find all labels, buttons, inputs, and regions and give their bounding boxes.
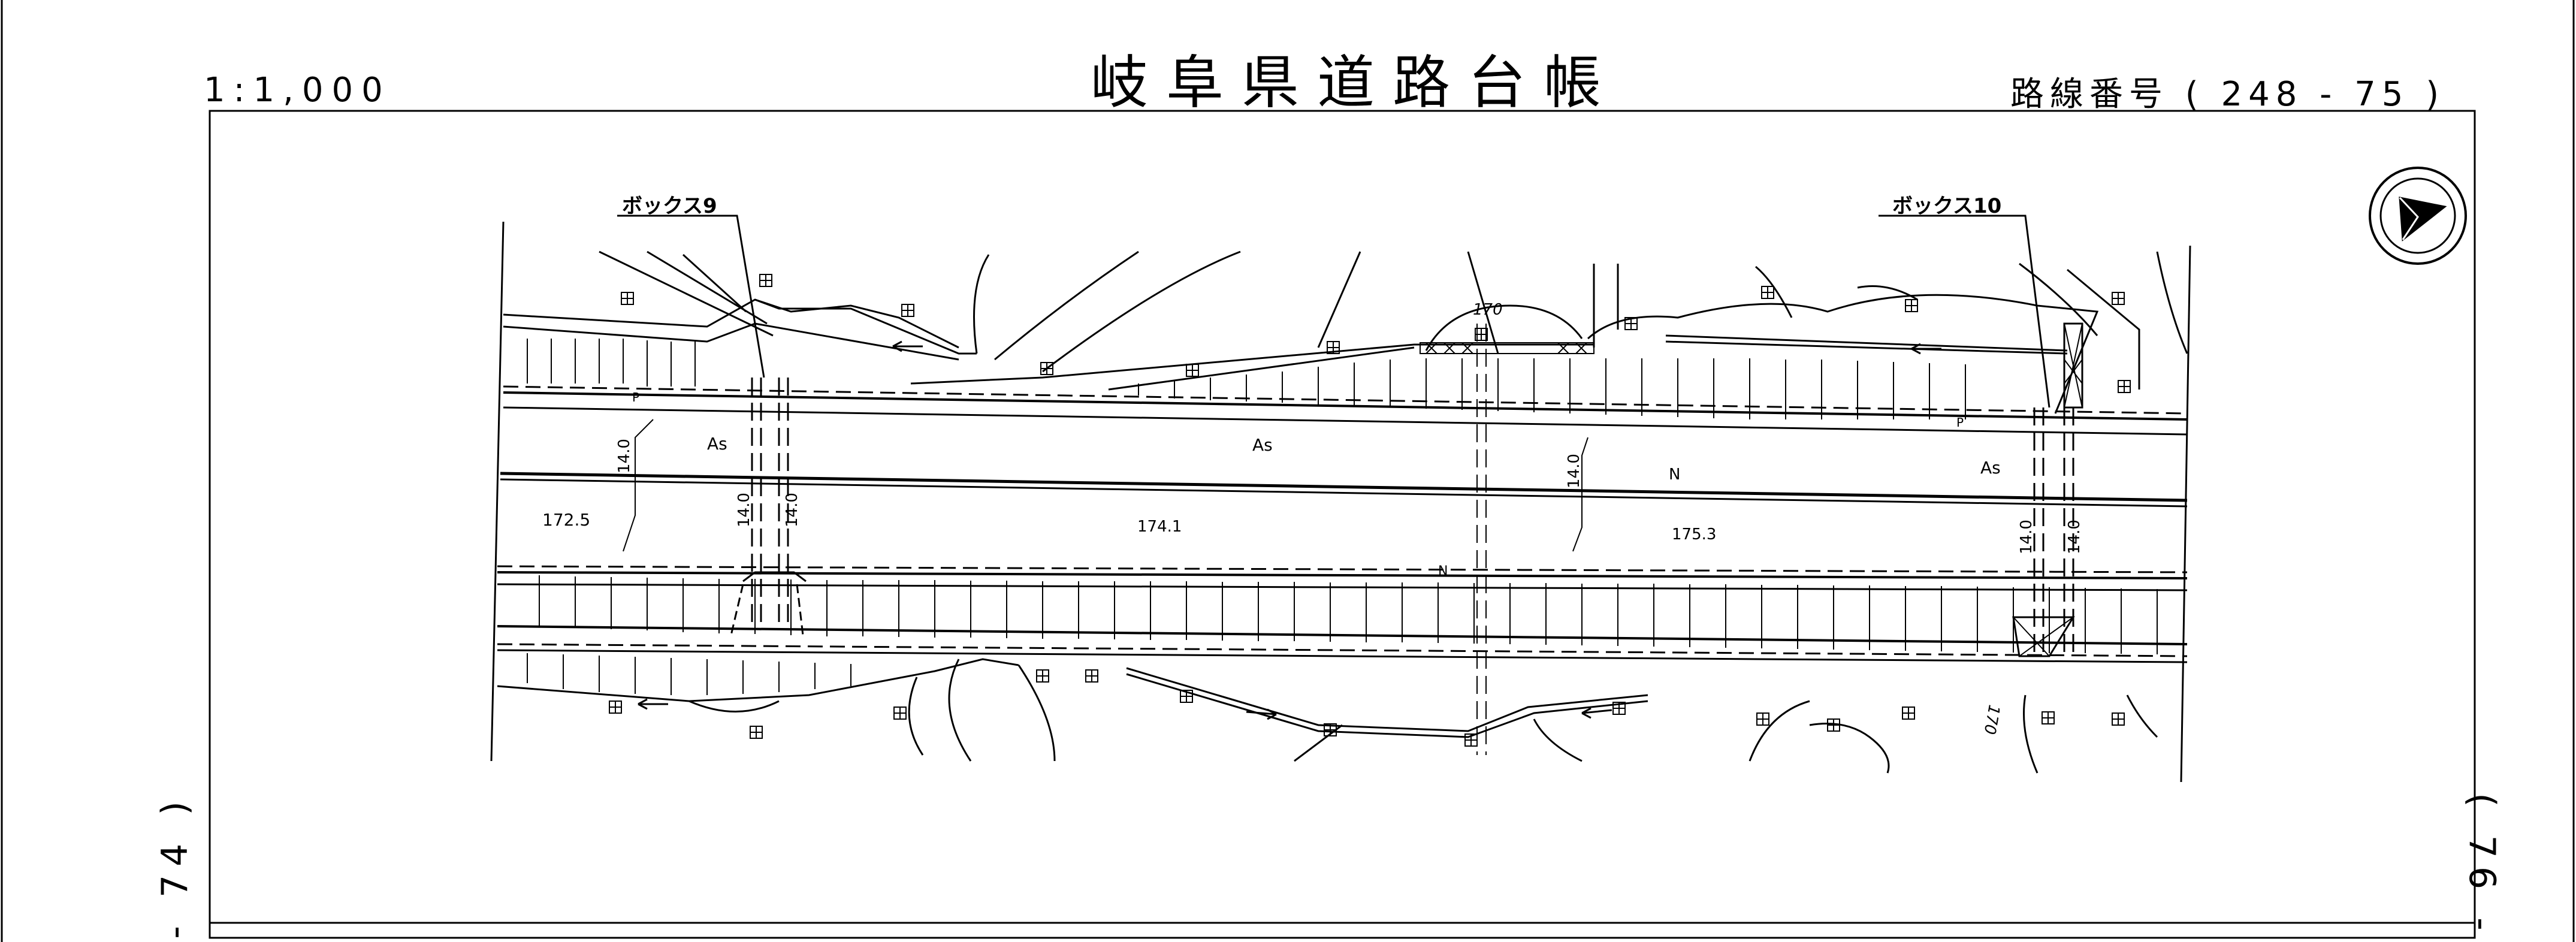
surface-label-p: P <box>632 390 639 404</box>
width-label: 14.0 <box>2018 520 2036 554</box>
callout-box-10: ボックス10 <box>1892 194 2001 218</box>
route-number: 路線番号 ( 248 - 75 ) <box>2010 75 2445 114</box>
flow-arrows <box>638 340 1941 720</box>
surface-label-n: N <box>1669 466 1680 484</box>
page-title: 岐阜県道路台帳 <box>1091 49 1619 116</box>
road-edges <box>497 385 2188 663</box>
width-label: 14.0 <box>615 439 633 473</box>
elevation-label: 175.3 <box>1672 526 1716 544</box>
width-label: 14.0 <box>735 493 753 527</box>
callout-leaders <box>617 215 2050 408</box>
upper-terrain <box>503 250 2188 414</box>
callout-box-9: ボックス9 <box>622 194 717 218</box>
contour-label: 170 <box>1980 704 2003 736</box>
sheet-right-border <box>2180 245 2191 783</box>
width-label: 14.0 <box>783 493 801 527</box>
contour-label: 170 <box>1473 301 1503 319</box>
north-arrow-icon <box>2369 167 2467 265</box>
upper-slope-hatching <box>527 339 1966 419</box>
surface-label-n: N <box>1438 564 1448 579</box>
lower-terrain <box>497 658 2158 774</box>
elevation-label: 174.1 <box>1137 518 1182 536</box>
scale-label: 1:1,000 <box>204 71 391 110</box>
width-label: 14.0 <box>2065 520 2083 554</box>
surface-label-as: As <box>1980 458 2001 478</box>
map-frame <box>209 110 2476 939</box>
box-culvert-9 <box>730 378 807 636</box>
surface-label-p: P <box>1956 415 1964 430</box>
sheet-left-border <box>490 221 505 762</box>
lower-slope-hatching <box>527 575 2158 695</box>
surface-label-as: As <box>1252 435 1273 455</box>
guard-structure <box>1420 342 1594 354</box>
width-label: 14.0 <box>1565 454 1583 488</box>
elevation-label: 172.5 <box>542 510 590 530</box>
map-symbols <box>609 274 2131 747</box>
box-culvert-10 <box>2012 322 2083 657</box>
surface-label-as: As <box>707 434 727 454</box>
width-dimensions <box>623 419 1589 552</box>
section-line <box>1476 324 1487 755</box>
